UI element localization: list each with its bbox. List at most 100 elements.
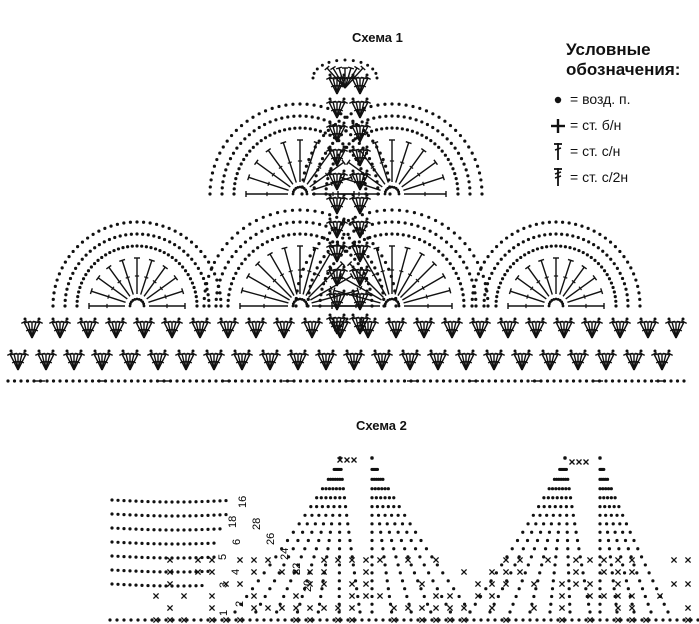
chain-dot [110,568,113,571]
chain-dot [565,468,568,471]
chain-dot [598,563,601,566]
chain-dot [143,618,146,621]
chain-dot [377,487,380,490]
chain-dot [370,487,373,490]
chain-dot [403,514,406,517]
chain-dot [338,571,341,574]
chain-dot [607,539,610,542]
chain-dot [301,595,304,598]
chain-dot [273,579,276,582]
chain-dot [116,527,119,530]
chain-dot [268,587,271,590]
chain-dot [538,514,541,517]
chain-dot [110,512,113,515]
chain-dot [110,582,113,585]
chain-dot [546,539,549,542]
chain-dot [199,618,202,621]
chain-dot [122,527,125,530]
chain-dot [530,555,533,558]
chain-dot [497,595,500,598]
chain-dot [623,571,626,574]
chain-dot [152,556,155,559]
chain-dot [370,514,373,517]
chain-dot [532,595,535,598]
chain-dot [370,496,373,499]
chain-dot [410,563,413,566]
chain-dot [570,505,573,508]
chain-dot [436,563,439,566]
chain-dot [315,496,318,499]
chain-dot [329,531,332,534]
chain-dot [140,528,143,531]
chain-dot [338,539,341,542]
chain-dot [568,595,571,598]
chain-dot [342,487,345,490]
chain-dot [338,496,341,499]
chain-dot [617,505,620,508]
chain-dot [542,522,545,525]
chain-dot [286,539,289,542]
chain-dot [280,547,283,550]
chain-dot [567,579,570,582]
chain-dot [134,528,137,531]
chain-dot [440,595,443,598]
chain-dot [402,618,405,621]
chain-dot [360,618,363,621]
chain-dot [128,541,131,544]
chain-dot [545,514,548,517]
chain-dot [493,618,496,621]
chain-dot [601,487,604,490]
chain-dot [397,531,400,534]
chain-dot [588,610,591,613]
chain-dot [200,570,203,573]
chain-dot [176,514,179,517]
chain-dot [306,522,309,525]
chain-dot [116,569,119,572]
chain-dot [385,571,388,574]
chain-dot [370,603,373,606]
chain-dot [598,531,601,534]
chain-dot [608,547,611,550]
chain-dot [307,539,310,542]
chain-dot [170,500,173,503]
chain-dot [584,587,587,590]
chain-dot [647,618,650,621]
chain-dot [572,514,575,517]
chain-dot [309,505,312,508]
chain-dot [474,603,477,606]
chain-dot [224,513,227,516]
chain-dot [621,514,624,517]
chain-dot [527,563,530,566]
chain-dot [542,555,545,558]
chain-dot [613,505,616,508]
chain-dot [423,618,426,621]
scheme-2-stitches [108,456,699,622]
chain-dot [626,618,629,621]
chain-dot [558,522,561,525]
chain-dot [206,500,209,503]
chain-dot [584,618,587,621]
chain-dot [176,570,179,573]
chain-dot [621,531,624,534]
chain-dot [604,514,607,517]
chain-dot [296,539,299,542]
chain-dot [374,487,377,490]
chain-dot [326,547,329,550]
chain-dot [370,555,373,558]
chain-dot [689,618,692,621]
chain-dot [635,571,638,574]
chain-dot [381,505,384,508]
chain-dot [465,618,468,621]
chain-dot [283,618,286,621]
chain-dot [140,584,143,587]
chain-dot [292,547,295,550]
chain-dot [397,514,400,517]
chain-dot [598,514,601,517]
chain-dot [158,514,161,517]
chain-dot [300,555,303,558]
chain-dot [521,618,524,621]
chain-dot [292,531,295,534]
chain-dot [298,522,301,525]
chain-dot [598,618,601,621]
